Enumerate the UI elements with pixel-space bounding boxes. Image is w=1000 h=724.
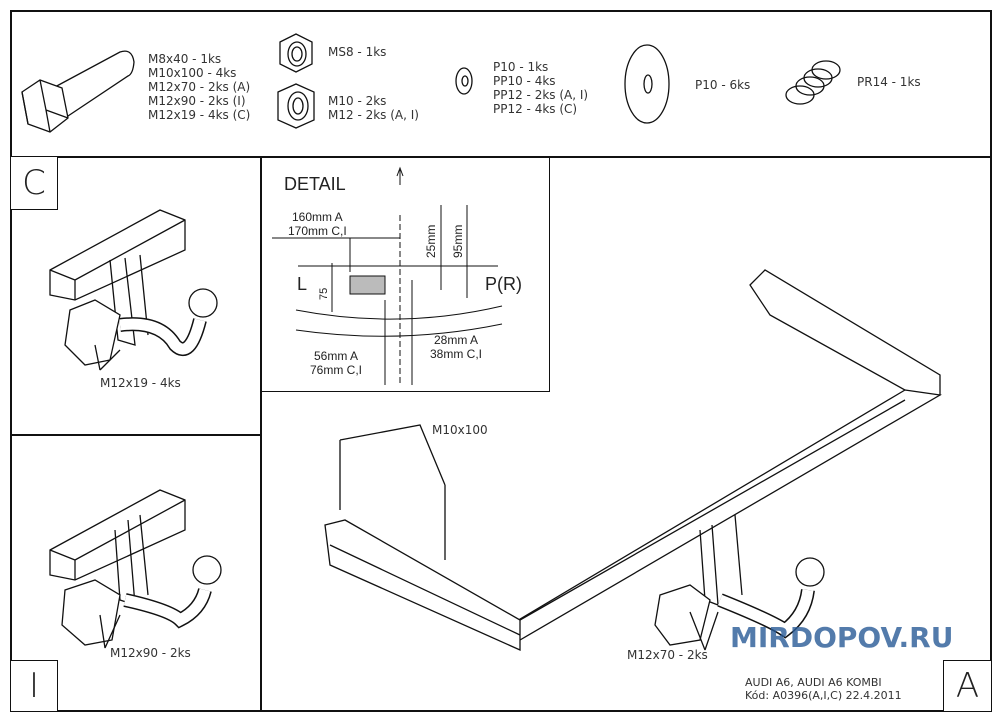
panel-c-letter: C xyxy=(10,156,58,210)
dim-label: 170mm C,I xyxy=(288,224,347,238)
spring-label: PR14 - 1ks xyxy=(857,75,921,89)
panel-a-letter: A xyxy=(943,660,992,712)
arrow-up-icon xyxy=(396,166,404,185)
panel-c-label: M12x19 - 4ks xyxy=(100,376,181,390)
dim-95: 95mm xyxy=(451,224,465,258)
dim-label: 56mm A xyxy=(314,349,359,363)
outer-frame xyxy=(10,10,992,712)
bolt-label: M12x90 - 2ks (I) xyxy=(148,94,246,108)
divider xyxy=(10,434,260,436)
bolt-label: M10x100 - 4ks xyxy=(148,66,237,80)
detail-left-label: L xyxy=(297,274,308,294)
large-washer-icon xyxy=(624,44,670,124)
washer-label: PP12 - 2ks (A, I) xyxy=(493,88,589,102)
tow-ball-assembly-i xyxy=(49,489,222,649)
nut-label: M12 - 2ks (A, I) xyxy=(328,108,419,122)
dim-75: 75 xyxy=(318,287,330,300)
detail-drawing xyxy=(272,166,503,385)
nut-label: M10 - 2ks xyxy=(328,94,387,108)
lock-nut-label: MS8 - 1ks xyxy=(328,45,387,59)
dim-label: 160mm A xyxy=(291,210,343,224)
washer-label: P10 - 1ks xyxy=(493,60,549,74)
spring-icon xyxy=(785,60,841,105)
dim-label: 38mm C,I xyxy=(430,347,483,361)
panel-a-bolt-label: M10x100 xyxy=(432,423,488,437)
bolt-label: M12x19 - 4ks (C) xyxy=(148,108,251,122)
tow-ball-assembly-c xyxy=(49,209,218,371)
panel-i-label: M12x90 - 2ks xyxy=(110,646,191,660)
divider xyxy=(260,156,262,712)
detail-box xyxy=(260,156,550,392)
tow-bar-main-assembly xyxy=(324,269,942,652)
code-label: Kód: A0396(A,I,C) 22.4.2011 xyxy=(745,689,902,702)
dim-label: 28mm A xyxy=(434,333,479,347)
bolt-label: M12x70 - 2ks (A) xyxy=(148,80,251,94)
washer-label: PP10 - 4ks xyxy=(493,74,556,88)
detail-right-label: P(R) xyxy=(485,274,522,294)
dim-25: 25mm xyxy=(424,224,438,258)
watermark: MIRDOPOV.RU xyxy=(730,621,954,654)
washer-label: PP12 - 4ks (C) xyxy=(493,102,578,116)
detail-title: DETAIL xyxy=(284,174,346,194)
lock-nut-icon xyxy=(279,33,313,73)
model-label: AUDI A6, AUDI A6 KOMBI xyxy=(745,676,882,689)
bolt-icon xyxy=(21,50,135,133)
dim-label: 76mm C,I xyxy=(310,363,363,377)
washer-icon xyxy=(455,67,473,95)
bolt-label: M8x40 - 1ks xyxy=(148,52,222,66)
divider xyxy=(10,156,992,158)
large-washer-label: P10 - 6ks xyxy=(695,78,751,92)
panel-i-letter: I xyxy=(10,660,58,712)
panel-a-label: M12x70 - 2ks xyxy=(627,648,708,662)
nut-icon xyxy=(277,83,315,129)
